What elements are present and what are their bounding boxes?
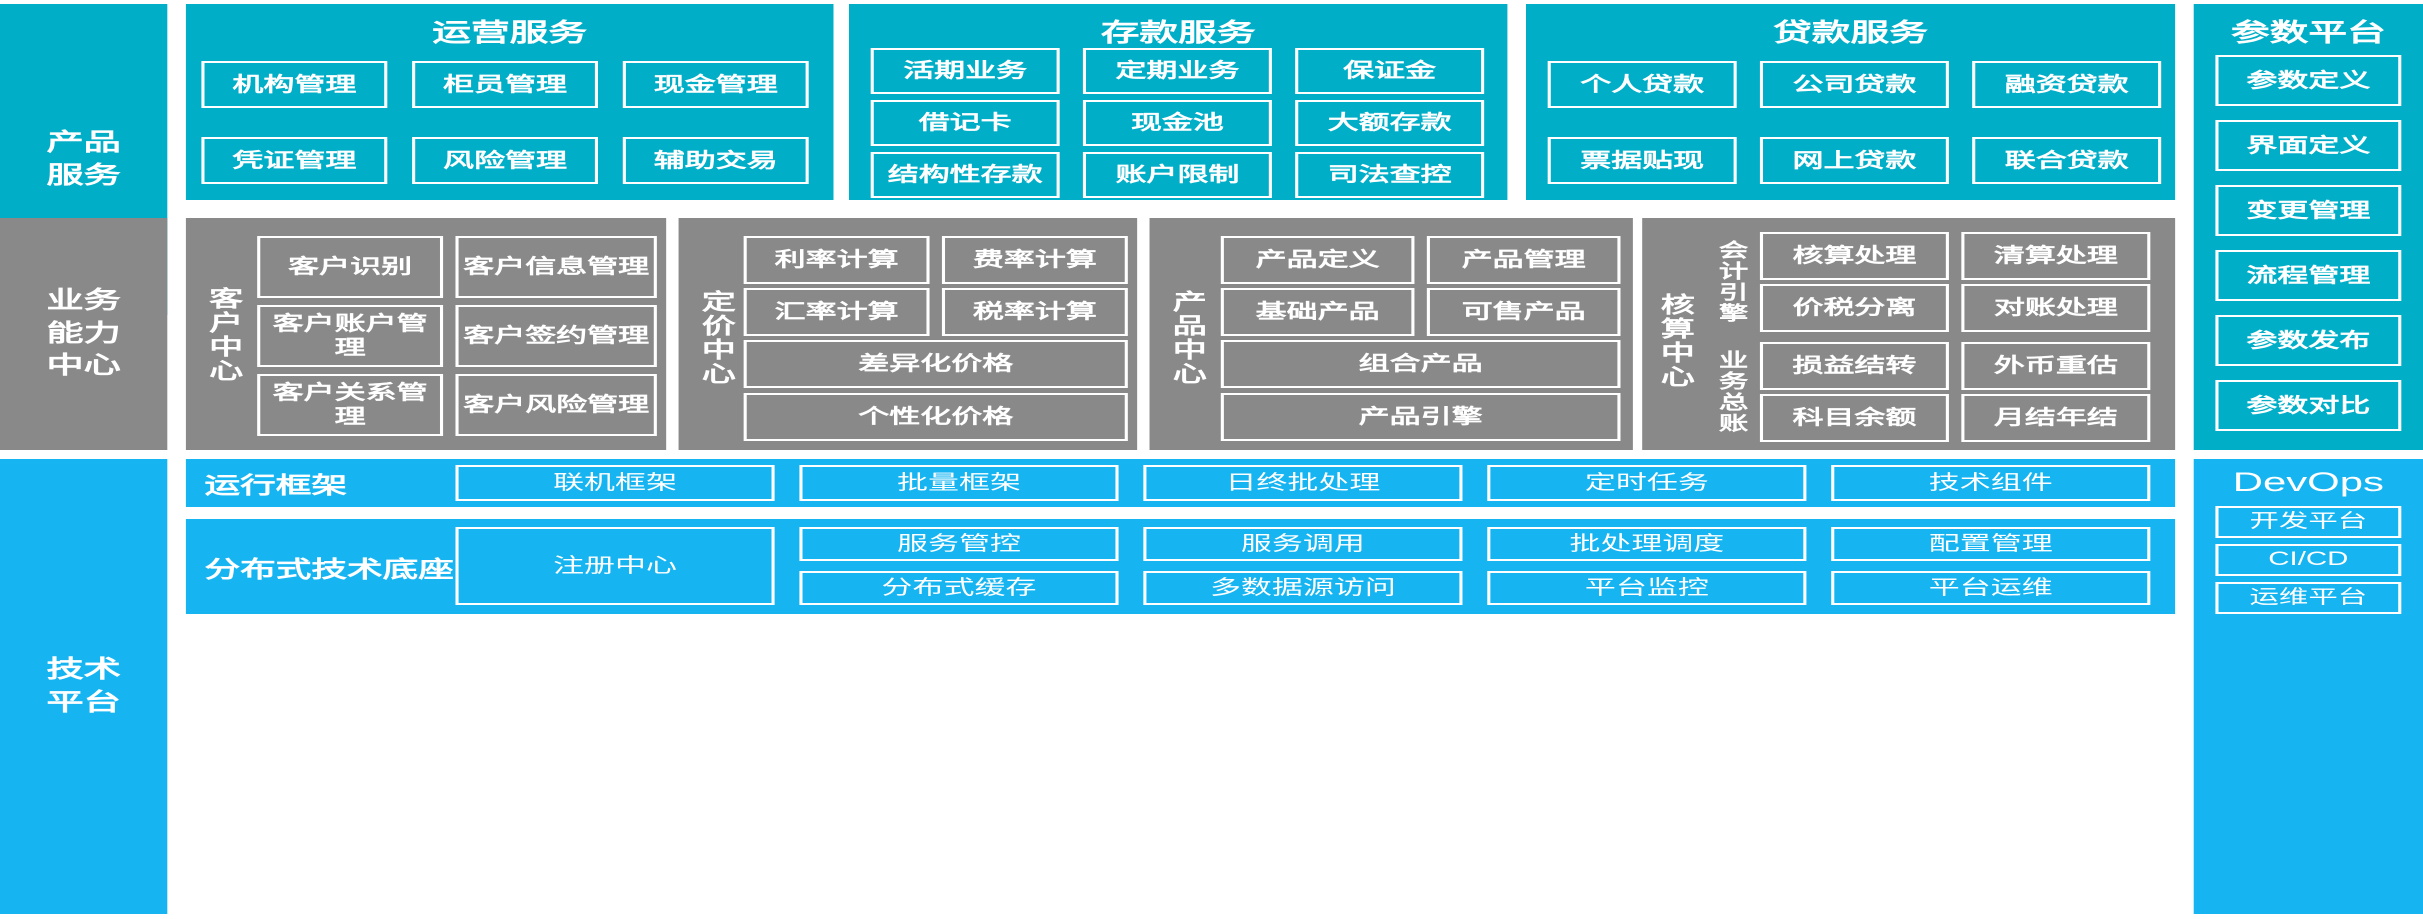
cell-judicial-control[interactable]: 司法查控: [1295, 152, 1485, 198]
cell-change-management[interactable]: 变更管理: [2215, 185, 2402, 236]
cell-parameter-definition[interactable]: 参数定义: [2215, 55, 2402, 106]
band-runtime-framework: 运行框架 联机框架 批量框架 日终批处理 定时任务 技术组件: [185, 459, 2176, 507]
cell-voucher-management[interactable]: 凭证管理: [201, 137, 388, 184]
group-title-deposit-service: 存款服务: [1100, 19, 1256, 47]
cell-development-platform[interactable]: 开发平台: [2215, 506, 2402, 538]
band-label-distributed-foundation: 分布式技术底座: [204, 555, 454, 582]
cell-settlement-processing[interactable]: 清算处理: [1961, 232, 2151, 280]
cell-accounting-processing[interactable]: 核算处理: [1759, 232, 1949, 280]
cell-end-of-day-batch[interactable]: 日终批处理: [1143, 465, 1463, 501]
center-label-accounting: 核算中心: [1656, 293, 1695, 389]
cell-registry-center[interactable]: 注册中心: [455, 527, 775, 605]
cell-product-engine[interactable]: 产品引擎: [1220, 393, 1621, 441]
cell-product-definition[interactable]: 产品定义: [1220, 236, 1415, 284]
cell-demand-deposit[interactable]: 活期业务: [870, 48, 1060, 94]
cell-online-framework[interactable]: 联机框架: [455, 465, 775, 501]
center-product: 产品中心 产品定义 产品管理 基础产品 可售产品 组合产品 产品引擎: [1149, 218, 1633, 450]
center-customer: 客户中心 客户识别 客户信息管理 客户账户管理 客户签约管理 客户关系管理 客户…: [185, 218, 667, 450]
cell-interface-definition[interactable]: 界面定义: [2215, 120, 2402, 171]
cell-service-governance[interactable]: 服务管控: [799, 527, 1119, 561]
group-deposit-service: 存款服务 活期业务 定期业务 保证金 借记卡 现金池 大额存款 结构性存款 账户…: [848, 4, 1508, 200]
cell-auxiliary-transaction[interactable]: 辅助交易: [622, 137, 809, 184]
cell-customer-risk-management[interactable]: 客户风险管理: [455, 374, 657, 436]
cell-margin-deposit[interactable]: 保证金: [1295, 48, 1485, 94]
panel-parameter-platform: 参数平台 参数定义 界面定义 变更管理 流程管理 参数发布 参数对比: [2193, 4, 2423, 450]
cell-customer-account-management[interactable]: 客户账户管理: [257, 305, 444, 367]
cell-cash-pool[interactable]: 现金池: [1082, 100, 1272, 146]
cell-personalized-price[interactable]: 个性化价格: [743, 393, 1128, 441]
cell-platform-operations[interactable]: 平台运维: [1831, 571, 2151, 605]
center-sublabel-general-ledger: 业务总账: [1714, 350, 1747, 434]
center-sublabel-accounting-engine: 会计引擎: [1714, 240, 1747, 324]
center-pricing: 定价中心 利率计算 费率计算 汇率计算 税率计算 差异化价格 个性化价格: [678, 218, 1138, 450]
band-label-runtime-framework: 运行框架: [204, 472, 348, 498]
center-label-customer: 客户中心: [204, 287, 244, 383]
cell-month-year-end-close[interactable]: 月结年结: [1961, 394, 2151, 442]
cell-distributed-cache[interactable]: 分布式缓存: [799, 571, 1119, 605]
cell-corporate-loan[interactable]: 公司贷款: [1759, 61, 1949, 108]
cell-price-tax-separation[interactable]: 价税分离: [1759, 284, 1949, 332]
cell-technical-component[interactable]: 技术组件: [1831, 465, 2151, 501]
cell-financing-loan[interactable]: 融资贷款: [1972, 61, 2162, 108]
cell-parameter-compare[interactable]: 参数对比: [2215, 380, 2402, 431]
cell-configuration-management[interactable]: 配置管理: [1831, 527, 2151, 561]
cell-platform-monitoring[interactable]: 平台监控: [1487, 571, 1807, 605]
group-operation-service: 运营服务 机构管理 柜员管理 现金管理 凭证管理 风险管理 辅助交易: [185, 4, 834, 200]
cell-product-management[interactable]: 产品管理: [1426, 236, 1621, 284]
cell-parameter-publish[interactable]: 参数发布: [2215, 315, 2402, 366]
cell-structured-deposit[interactable]: 结构性存款: [870, 152, 1060, 198]
cell-customer-contract-management[interactable]: 客户签约管理: [455, 305, 657, 367]
cell-account-balance[interactable]: 科目余额: [1759, 394, 1949, 442]
cell-account-restriction[interactable]: 账户限制: [1082, 152, 1272, 198]
panel-title-devops: DevOps: [2232, 467, 2384, 497]
cell-reconciliation-processing[interactable]: 对账处理: [1961, 284, 2151, 332]
group-loan-service: 贷款服务 个人贷款 公司贷款 融资贷款 票据贴现 网上贷款 联合贷款: [1525, 4, 2176, 200]
band-label-business-capability-text: 业务 能力 中心: [46, 287, 121, 380]
cell-service-invocation[interactable]: 服务调用: [1143, 527, 1463, 561]
group-title-operation-service: 运营服务: [432, 19, 588, 47]
cell-joint-loan[interactable]: 联合贷款: [1972, 137, 2162, 184]
cell-ci-cd[interactable]: CI/CD: [2215, 544, 2402, 576]
group-title-loan-service: 贷款服务: [1773, 19, 1929, 47]
cell-time-deposit[interactable]: 定期业务: [1082, 48, 1272, 94]
cell-composite-product[interactable]: 组合产品: [1220, 340, 1621, 388]
center-label-pricing: 定价中心: [697, 290, 736, 386]
center-label-product: 产品中心: [1168, 290, 1207, 386]
cell-customer-identification[interactable]: 客户识别: [257, 236, 444, 298]
cell-profit-loss-carryover[interactable]: 损益结转: [1759, 342, 1949, 390]
cell-customer-relationship-management[interactable]: 客户关系管理: [257, 374, 444, 436]
cell-org-management[interactable]: 机构管理: [201, 61, 388, 108]
cell-sellable-product[interactable]: 可售产品: [1426, 288, 1621, 336]
cell-risk-management[interactable]: 风险管理: [412, 137, 599, 184]
cell-basic-product[interactable]: 基础产品: [1220, 288, 1415, 336]
cell-multi-datasource-access[interactable]: 多数据源访问: [1143, 571, 1463, 605]
cell-debit-card[interactable]: 借记卡: [870, 100, 1060, 146]
cell-differentiated-price[interactable]: 差异化价格: [743, 340, 1128, 388]
cell-online-loan[interactable]: 网上贷款: [1759, 137, 1949, 184]
band-label-technical-platform-text: 技术 平台: [46, 656, 121, 716]
center-accounting: 核算中心 会计引擎 业务总账 核算处理 清算处理 价税分离 对账处理 损益结转 …: [1642, 218, 2176, 450]
cell-operations-platform[interactable]: 运维平台: [2215, 582, 2402, 614]
cell-interest-rate-calculation[interactable]: 利率计算: [743, 236, 930, 284]
cell-exchange-rate-calculation[interactable]: 汇率计算: [743, 288, 930, 336]
cell-cash-management[interactable]: 现金管理: [622, 61, 809, 108]
cell-tax-rate-calculation[interactable]: 税率计算: [941, 288, 1128, 336]
band-distributed-foundation: 分布式技术底座 注册中心 服务管控 服务调用 批处理调度 配置管理 分布式缓存 …: [185, 519, 2176, 614]
cell-personal-loan[interactable]: 个人贷款: [1547, 61, 1737, 108]
band-label-technical-platform: 技术 平台: [0, 459, 168, 914]
cell-teller-management[interactable]: 柜员管理: [412, 61, 599, 108]
cell-fee-rate-calculation[interactable]: 费率计算: [941, 236, 1128, 284]
cell-scheduled-task[interactable]: 定时任务: [1487, 465, 1807, 501]
cell-batch-scheduling[interactable]: 批处理调度: [1487, 527, 1807, 561]
cell-large-deposit[interactable]: 大额存款: [1295, 100, 1485, 146]
cell-customer-info-management[interactable]: 客户信息管理: [455, 236, 657, 298]
cell-foreign-currency-revaluation[interactable]: 外币重估: [1961, 342, 2151, 390]
band-label-business-capability: 业务 能力 中心: [0, 218, 168, 450]
cell-batch-framework[interactable]: 批量框架: [799, 465, 1119, 501]
cell-process-management[interactable]: 流程管理: [2215, 250, 2402, 301]
panel-title-parameter-platform: 参数平台: [2230, 19, 2386, 47]
cell-bill-discount[interactable]: 票据贴现: [1547, 137, 1737, 184]
panel-devops: DevOps 开发平台 CI/CD 运维平台: [2193, 459, 2423, 914]
band-label-product-service-text: 产品 服务: [46, 129, 121, 189]
